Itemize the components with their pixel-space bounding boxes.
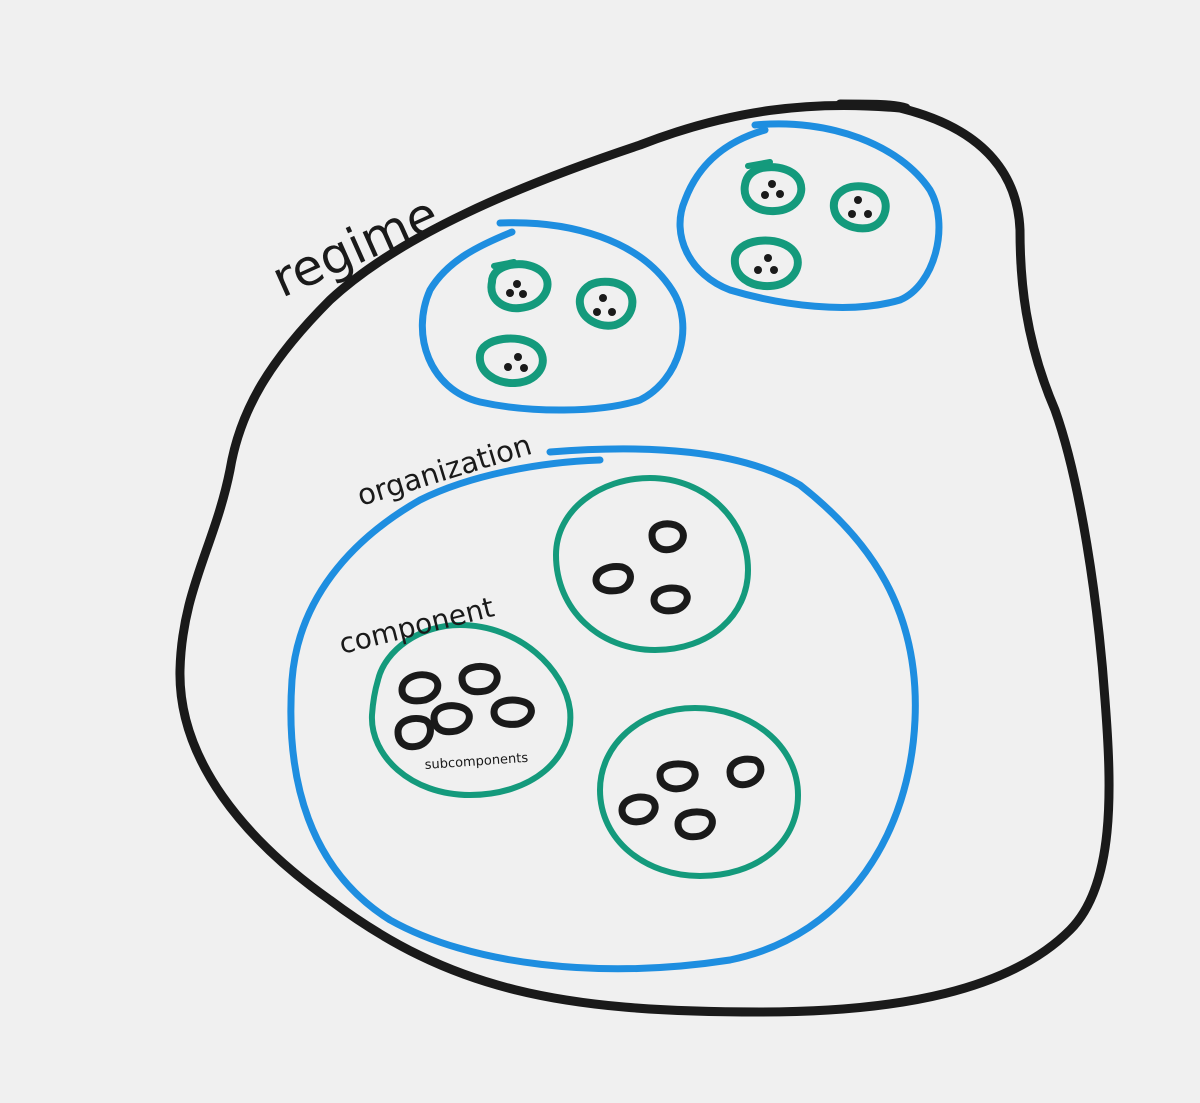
component-large-top: [553, 475, 751, 653]
component-small-3: [475, 334, 547, 388]
organization-boundary-top-left: [418, 219, 687, 414]
regime-label: regime: [263, 185, 447, 309]
component-small-4: [740, 159, 806, 216]
organization-boundary-main: [287, 445, 919, 973]
component-small-5: [829, 182, 890, 233]
component-small-2: [575, 277, 637, 330]
component-large-left: [368, 622, 574, 798]
organization-boundary-top-right: [676, 120, 943, 311]
component-large-right: [597, 705, 801, 879]
component-small-6: [730, 236, 802, 291]
regime-boundary-overlap: [835, 99, 911, 113]
subcomponents-label: subcomponents: [424, 751, 529, 773]
regime-boundary: [175, 100, 1114, 1017]
component-label: component: [336, 590, 498, 660]
component-small-1: [487, 259, 552, 313]
